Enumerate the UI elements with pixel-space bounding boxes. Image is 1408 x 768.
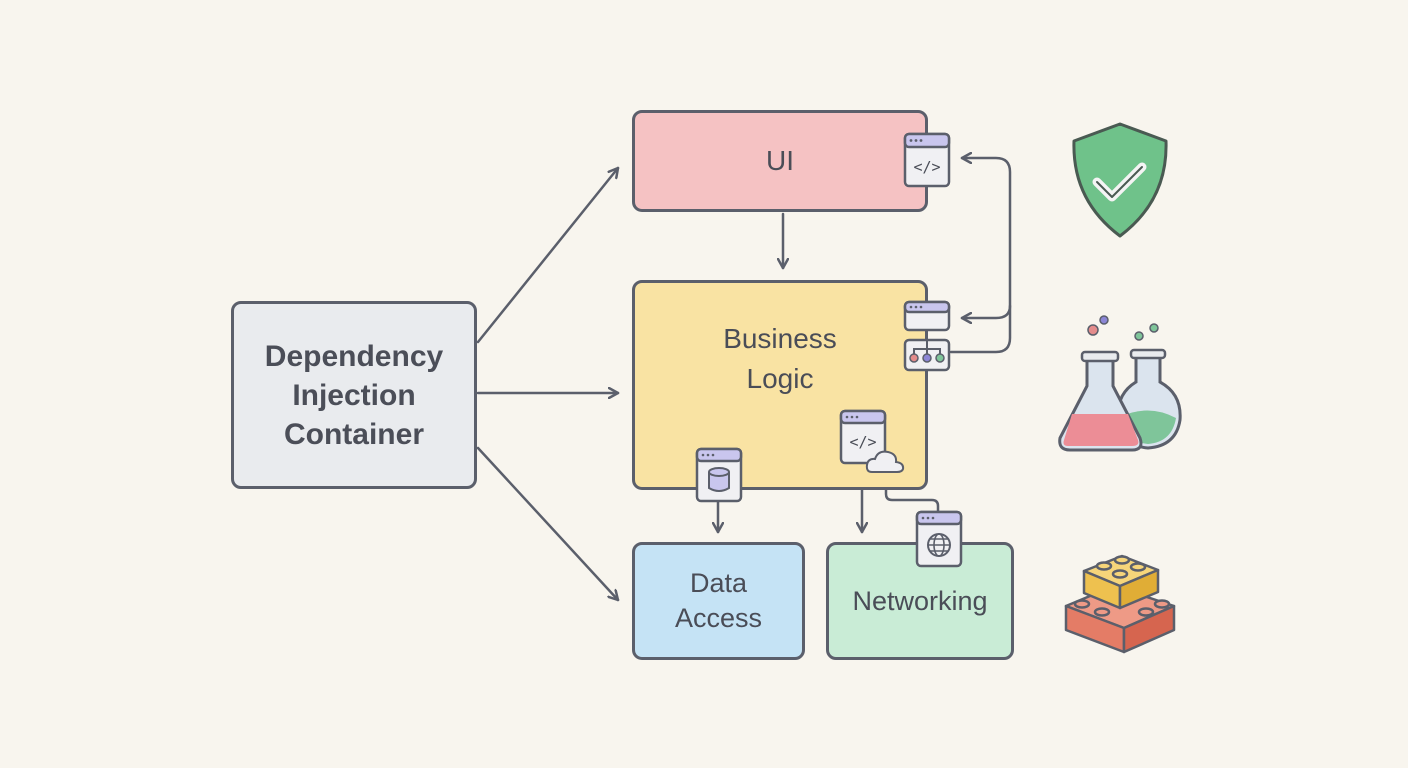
svg-text:</>: </> [849,433,876,451]
svg-text:</>: </> [913,158,940,176]
data-access-box: Data Access [632,542,805,660]
module-window-icon [903,300,951,372]
database-window-icon [695,447,743,503]
code-window-icon: </> [903,132,951,188]
flasks-icon [1058,315,1182,452]
networking-label: Networking [852,585,988,616]
business-logic-label: Business Logic [723,323,837,394]
ui-layer-box: UI [632,110,928,212]
arrow-networking-to-cloud [886,478,940,514]
arrow-loop-to-business-logic [960,304,1012,318]
globe-window-icon [915,510,963,568]
cloud-code-window-icon: </> [839,409,905,473]
shield-check-icon [1072,122,1168,238]
building-blocks-icon [1064,554,1176,654]
arrow-loop-to-ui [949,158,1012,354]
di-container-label: Dependency Injection Container [264,339,444,451]
arrow-di-to-data-access [476,446,620,602]
ui-layer-label: UI [766,145,794,176]
data-access-label: Data Access [674,568,763,633]
arrow-di-to-ui [476,166,620,344]
di-container-box: Dependency Injection Container [231,301,477,489]
